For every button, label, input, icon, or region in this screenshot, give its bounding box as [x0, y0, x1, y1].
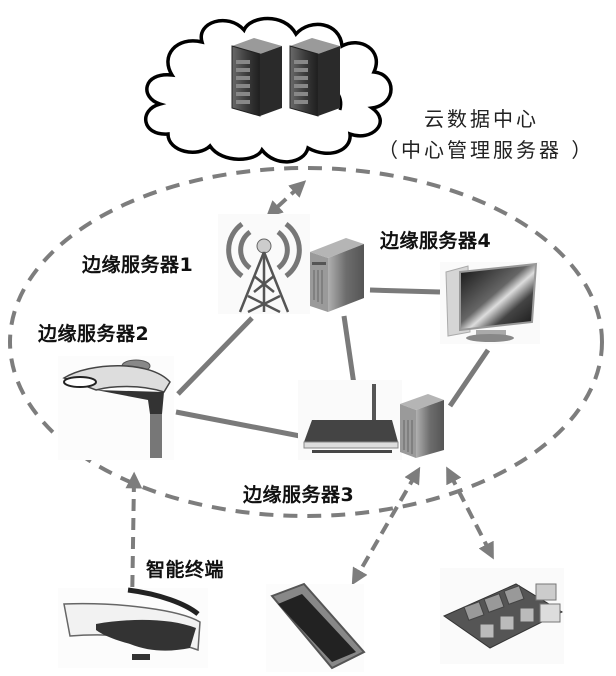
smartphone-icon — [266, 582, 366, 672]
cloud-sublabel: （中心管理服务器 ） — [378, 138, 595, 162]
smart-glasses-icon — [58, 587, 208, 668]
cloud-label: 云数据中心 — [424, 107, 539, 131]
smart-terminal-label: 智能终端 — [146, 559, 225, 581]
arrow-edge3-board — [446, 466, 494, 560]
cloud-server-rack-right — [289, 38, 340, 117]
edge3-server-tower-icon — [400, 394, 444, 458]
link-edge3-edge4 — [447, 348, 491, 408]
edge-server-1-label: 边缘服务器1 — [82, 254, 194, 276]
link-edge2-edge3 — [175, 409, 301, 439]
link-edge1-edge4 — [369, 287, 441, 295]
arrow-edge3-phone — [351, 466, 421, 586]
edge-links — [175, 287, 491, 439]
cloud-server-rack-left — [231, 38, 282, 117]
cell-tower-icon — [218, 214, 310, 314]
desktop-monitor-icon — [440, 262, 540, 344]
rack-slots — [236, 60, 250, 104]
router-icon — [298, 380, 402, 460]
edge1-server-tower-icon — [310, 238, 364, 312]
relay-board-icon — [440, 568, 564, 664]
edge-server-2-label: 边缘服务器2 — [38, 323, 150, 345]
arrow-edge2-glasses — [123, 471, 143, 617]
link-edge1-edge2 — [176, 316, 254, 396]
dashed-arrows — [123, 180, 494, 617]
arrow-cloud-edge1 — [265, 180, 307, 218]
edge-network-boundary — [8, 166, 604, 518]
street-lamp-icon — [58, 356, 174, 460]
edge-server-3-label: 边缘服务器3 — [243, 484, 355, 506]
edge-server-4-label: 边缘服务器4 — [380, 230, 492, 252]
